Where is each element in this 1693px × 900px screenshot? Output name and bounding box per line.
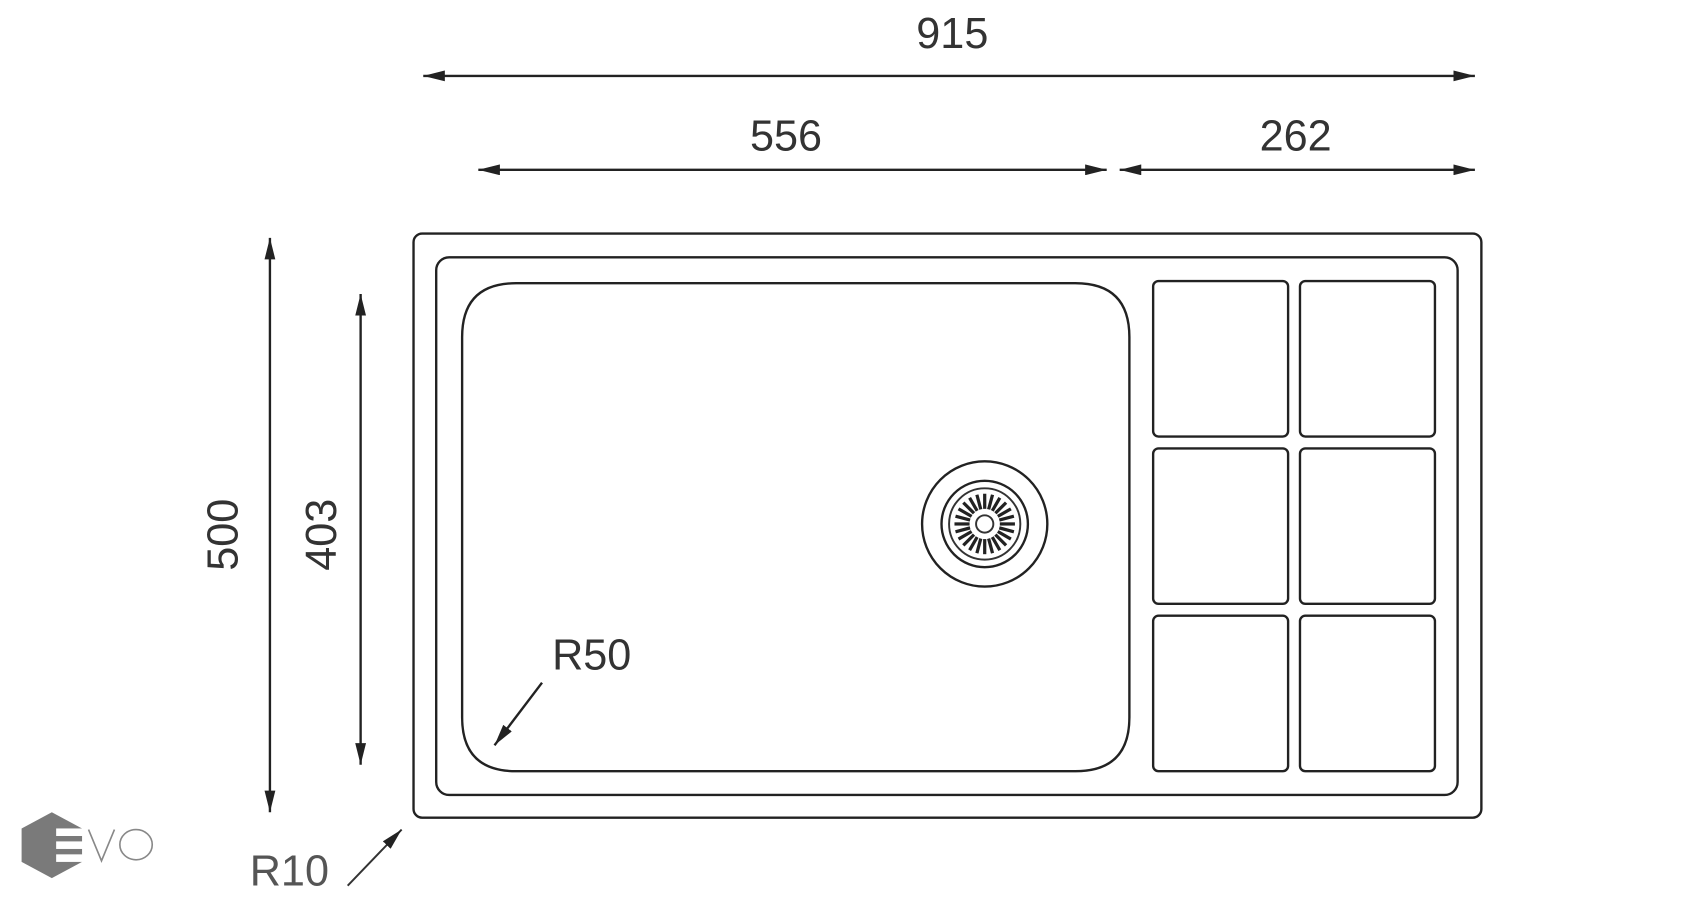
callout-bowl-radius: R50 bbox=[493, 632, 631, 747]
sink-bowl bbox=[460, 281, 1131, 773]
drain-slot bbox=[998, 526, 1015, 534]
dimension-bowl-width: 556 bbox=[478, 112, 1107, 176]
drain-slot bbox=[996, 530, 1012, 541]
drain-slot bbox=[990, 496, 1002, 512]
callout-arrow bbox=[346, 828, 403, 887]
drain-slot bbox=[957, 507, 973, 518]
dimension-label: 403 bbox=[298, 499, 346, 571]
drain-slot bbox=[998, 514, 1015, 522]
radius-label: R50 bbox=[552, 632, 631, 680]
dimension-label: 556 bbox=[750, 112, 822, 160]
drain-slot bbox=[957, 530, 973, 541]
drain-slot bbox=[968, 496, 979, 512]
drainer-cell bbox=[1151, 614, 1290, 773]
drainer-cell bbox=[1151, 279, 1290, 438]
drain-slot bbox=[996, 507, 1012, 518]
dimension-drainer-width: 262 bbox=[1119, 112, 1475, 176]
drain-slot bbox=[968, 536, 979, 551]
drain-slot bbox=[962, 533, 976, 547]
dimension-bowl-depth: 403 bbox=[298, 293, 367, 765]
drainer-cell bbox=[1151, 447, 1290, 606]
drainer-grid bbox=[1151, 279, 1437, 773]
dimension-label: 262 bbox=[1260, 112, 1332, 160]
drain-slot bbox=[987, 494, 995, 510]
drain-slot bbox=[962, 501, 976, 515]
sink-inner-edge bbox=[435, 256, 1459, 797]
dimension-overall-depth: 500 bbox=[200, 237, 276, 813]
drain-slot bbox=[975, 494, 983, 510]
callout-corner-radius: R10 bbox=[250, 828, 403, 896]
drain-strainer-icon bbox=[920, 460, 1049, 588]
drain-slot bbox=[955, 526, 971, 534]
sink-outer-edge bbox=[412, 232, 1483, 819]
drain-slot bbox=[987, 538, 995, 554]
drainer-cell bbox=[1298, 614, 1437, 773]
drain-slot bbox=[994, 501, 1008, 515]
drainer-cell bbox=[1298, 447, 1437, 606]
drain-slot bbox=[994, 533, 1008, 547]
drainer-cell bbox=[1298, 279, 1437, 438]
dimension-overall-width: 915 bbox=[423, 10, 1475, 82]
dimension-label: 915 bbox=[916, 10, 988, 58]
evo-logo bbox=[21, 812, 154, 879]
radius-label: R10 bbox=[250, 848, 329, 896]
dimension-label: 500 bbox=[200, 499, 248, 571]
drain-slot bbox=[975, 538, 983, 554]
drain-slot bbox=[990, 536, 1002, 551]
callout-arrow bbox=[493, 681, 543, 747]
drain-slot bbox=[955, 514, 971, 522]
